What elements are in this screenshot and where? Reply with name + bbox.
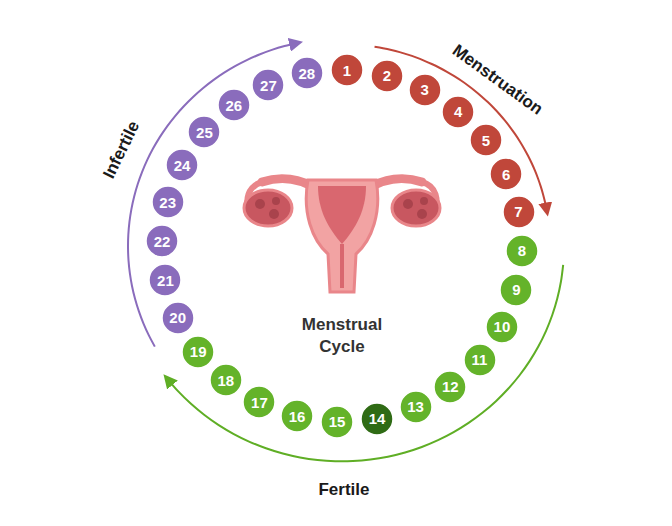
- circle-fill: [252, 69, 284, 101]
- day-circle: 19: [181, 335, 215, 369]
- day-number: 8: [518, 243, 526, 258]
- day-circle: 11: [463, 343, 497, 377]
- day-number: 15: [329, 414, 346, 429]
- day-number: 20: [169, 310, 186, 325]
- day-circle: 3: [408, 73, 442, 107]
- circle-fill: [162, 302, 194, 334]
- circle-fill: [442, 96, 474, 128]
- circle-fill: [331, 54, 363, 86]
- fertile-arrow: [167, 265, 563, 462]
- circle-fill: [503, 196, 535, 228]
- day-number: 7: [514, 204, 522, 219]
- day-number: 24: [174, 158, 191, 173]
- day-number: 26: [225, 98, 242, 113]
- day-number: 14: [369, 411, 386, 426]
- day-number: 25: [196, 125, 213, 140]
- circle-fill: [152, 186, 184, 218]
- day-number: 3: [420, 82, 428, 97]
- day-circle: 2: [370, 59, 404, 93]
- circle-fill: [470, 124, 502, 156]
- circle-fill: [146, 225, 178, 257]
- circle-fill: [210, 364, 242, 396]
- day-number: 5: [482, 133, 490, 148]
- circle-fill: [188, 116, 220, 148]
- day-circle: 24: [165, 148, 199, 182]
- day-number: 28: [299, 66, 316, 81]
- day-circle: 10: [485, 310, 519, 344]
- day-number: 9: [512, 282, 520, 297]
- day-number: 10: [494, 319, 511, 334]
- day-number: 27: [260, 78, 277, 93]
- ovary: [392, 190, 440, 226]
- day-circle: 9: [499, 273, 533, 307]
- day-circle: 6: [489, 157, 523, 191]
- phase-label: Infertile: [100, 118, 145, 182]
- day-number: 6: [502, 167, 510, 182]
- diagram-caption: Menstrual Cycle: [292, 314, 392, 358]
- circle-fill: [291, 57, 323, 89]
- infertile-arrow: [128, 43, 298, 347]
- circle-fill: [464, 344, 496, 376]
- circle-fill: [218, 89, 250, 121]
- day-number: 12: [442, 379, 459, 394]
- day-circle: 16: [280, 399, 314, 433]
- phase-label: Fertile: [318, 480, 369, 500]
- circle-fill: [243, 386, 275, 418]
- circle-fill: [166, 149, 198, 181]
- circle-fill: [500, 274, 532, 306]
- day-number: 13: [407, 399, 424, 414]
- circle-fill: [371, 60, 403, 92]
- circle-fill: [321, 406, 353, 438]
- circle-fill: [361, 403, 393, 435]
- day-circle: 13: [399, 390, 433, 424]
- day-circle: 27: [251, 68, 285, 102]
- day-circle: 1: [330, 53, 364, 87]
- circle-fill: [506, 235, 538, 267]
- circle-fill: [182, 336, 214, 368]
- day-number: 1: [343, 63, 351, 78]
- day-circle: 18: [209, 363, 243, 397]
- day-number: 23: [159, 195, 176, 210]
- day-circle: 21: [148, 263, 182, 297]
- day-circle: 12: [433, 370, 467, 404]
- day-circle: 14: [360, 402, 394, 436]
- day-circle: 5: [469, 123, 503, 157]
- day-number: 18: [218, 373, 235, 388]
- circle-fill: [486, 311, 518, 343]
- day-number: 22: [154, 234, 171, 249]
- day-circle: 17: [242, 385, 276, 419]
- day-number: 4: [454, 104, 462, 119]
- circle-fill: [400, 391, 432, 423]
- day-number: 21: [157, 273, 174, 288]
- day-number: 17: [251, 395, 268, 410]
- circle-fill: [434, 371, 466, 403]
- day-circle: 20: [161, 301, 195, 335]
- day-circle: 22: [145, 224, 179, 258]
- circle-fill: [490, 158, 522, 190]
- day-circle: 15: [320, 405, 354, 439]
- uterine-cavity: [318, 186, 366, 244]
- day-circle: 25: [187, 115, 221, 149]
- day-number: 16: [289, 409, 306, 424]
- circle-fill: [149, 264, 181, 296]
- uterus: [306, 180, 378, 292]
- circle-fill: [409, 74, 441, 106]
- day-circle: 8: [505, 234, 539, 268]
- day-number: 11: [472, 352, 488, 367]
- day-circle: 7: [502, 195, 536, 229]
- day-circle: 4: [441, 95, 475, 129]
- uterus-illustration: [244, 179, 440, 292]
- day-number: 2: [383, 68, 391, 83]
- circle-fill: [281, 400, 313, 432]
- day-circle: 23: [151, 185, 185, 219]
- day-circle: 26: [217, 88, 251, 122]
- day-circle: 28: [290, 56, 324, 90]
- day-number: 19: [190, 344, 207, 359]
- cervical-canal: [340, 244, 344, 288]
- ovary: [244, 190, 292, 226]
